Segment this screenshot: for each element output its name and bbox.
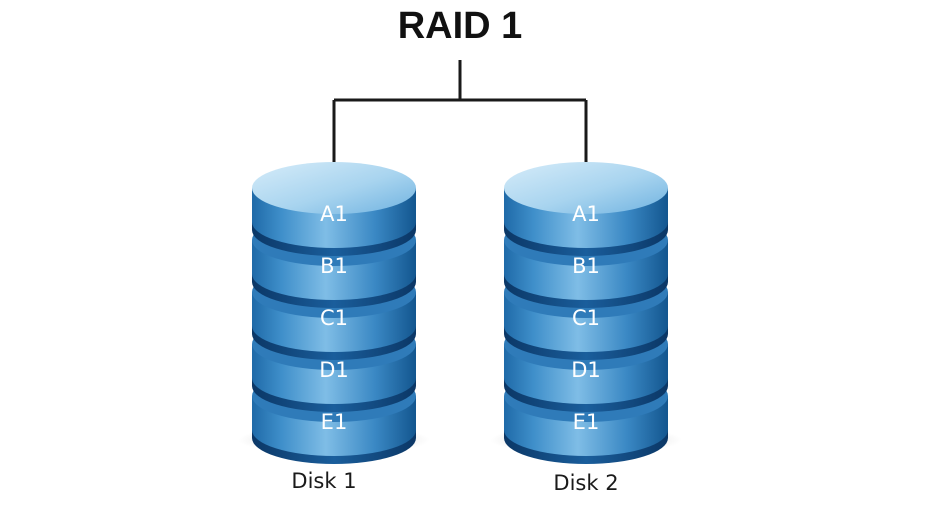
diagram-title: RAID 1 xyxy=(398,5,523,47)
block-label: B1 xyxy=(572,254,600,278)
disk-1-label: Disk 1 xyxy=(291,469,356,493)
disk-top-surface xyxy=(252,162,416,214)
disk-2-label: Disk 2 xyxy=(553,471,618,495)
disk-2-stack: E1 D1 C1 B1 A1 xyxy=(490,162,682,464)
block-label: A1 xyxy=(572,202,600,226)
block-label: D1 xyxy=(571,358,601,382)
mirror-connector-lines xyxy=(332,60,588,164)
platter: A1 xyxy=(252,162,416,256)
block-label: B1 xyxy=(320,254,348,278)
block-label: E1 xyxy=(573,410,600,434)
platter: A1 xyxy=(504,162,668,256)
block-label: C1 xyxy=(320,306,348,330)
block-label: C1 xyxy=(572,306,600,330)
block-label: E1 xyxy=(321,410,348,434)
block-label: D1 xyxy=(319,358,349,382)
disk-1-stack: E1 D1 C1 B1 A1 xyxy=(238,162,430,464)
block-label: A1 xyxy=(320,202,348,226)
disk-top-surface xyxy=(504,162,668,214)
